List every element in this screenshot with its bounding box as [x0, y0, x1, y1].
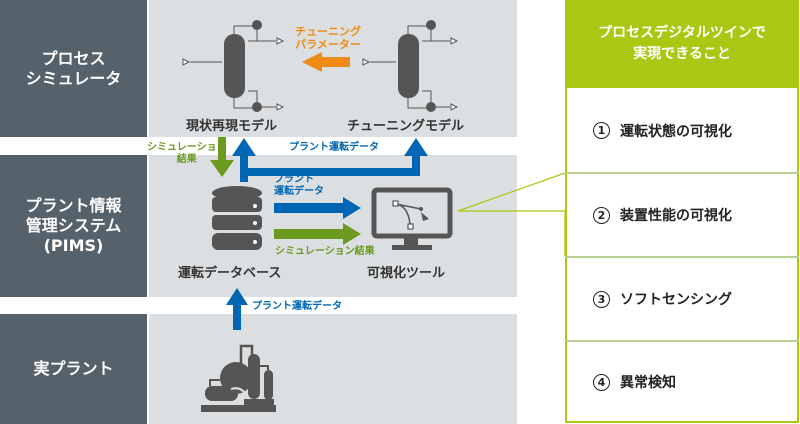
- database-label: 運転データベース: [178, 266, 282, 281]
- number-badge: 3: [593, 290, 610, 308]
- divider: [565, 256, 799, 258]
- label-line: シミュレータ: [25, 68, 122, 88]
- plant-data-up-arrow: [226, 288, 248, 330]
- number-badge: 2: [593, 206, 610, 224]
- label-line: パラメーター: [295, 38, 361, 51]
- row-label-pims: プラント情報管理システム(PIMS): [0, 155, 147, 297]
- row-label-real-plant: 実プラント: [0, 314, 147, 424]
- panel-pims: [149, 155, 517, 297]
- header-line: 実現できること: [633, 46, 731, 62]
- header-line: プロセスデジタルツインで: [598, 25, 766, 41]
- plant-data-mid-label: プラント 運転データ: [274, 174, 324, 198]
- current-model-label: 現状再現モデル: [186, 119, 278, 134]
- capability-item: 1 運転状態の可視化: [565, 88, 799, 173]
- label-line: シミュレーション: [147, 142, 227, 153]
- label-line: プロセス: [41, 48, 106, 68]
- divider: [565, 172, 799, 174]
- distillation-column-icon: [182, 20, 285, 112]
- divider: [565, 340, 799, 342]
- tuning-arrow: [302, 52, 350, 72]
- plant-data-top-label: プラント運転データ: [289, 142, 379, 153]
- connector-lines: [457, 172, 566, 256]
- label-line: プラント: [274, 174, 314, 185]
- capability-label: ソフトセンシング: [620, 292, 732, 308]
- label-line: プラント情報: [25, 196, 122, 215]
- capability-item: 2 装置性能の可視化: [565, 174, 799, 256]
- label-line: 結果: [176, 154, 197, 165]
- capability-label: 装置性能の可視化: [620, 208, 732, 224]
- sim-result-up-label: シミュレーション 結果: [147, 142, 227, 166]
- label-line: (PIMS): [43, 236, 104, 255]
- plant-data-to-models-arrow: [232, 138, 428, 182]
- sim-result-to-viz-arrow: [274, 223, 361, 245]
- label-line: 管理システム: [25, 216, 122, 235]
- plant-data-to-viz-arrow: [274, 197, 361, 219]
- label-line: 運転データ: [274, 186, 324, 197]
- tuning-model-label: チューニングモデル: [347, 119, 465, 134]
- tuning-params-label: チューニング パラメーター: [295, 25, 361, 51]
- viz-tool-label: 可視化ツール: [367, 266, 446, 281]
- panel-simulator: [149, 0, 517, 137]
- database-icon: [212, 186, 262, 250]
- label-line: チューニング: [295, 25, 361, 38]
- row-label-process-simulator: プロセスシミュレータ: [0, 0, 147, 137]
- visualization-monitor-icon: [371, 187, 453, 250]
- capability-item: 4 異常検知: [565, 342, 799, 422]
- capability-label: 異常検知: [620, 375, 676, 391]
- capability-item: 3 ソフトセンシング: [565, 258, 799, 340]
- sim-result-mid-label: シミュレーション結果: [275, 246, 375, 257]
- capability-label: 運転状態の可視化: [620, 123, 732, 140]
- number-badge: 4: [593, 373, 610, 391]
- distillation-column-icon: [362, 20, 459, 112]
- plant-data-bottom-label: プラント運転データ: [252, 301, 342, 312]
- plant-facility-icon: [201, 344, 276, 412]
- label-line: 実プラント: [33, 359, 114, 378]
- number-badge: 1: [593, 122, 610, 139]
- divider: [565, 421, 799, 423]
- sim-result-down-arrow: [210, 137, 234, 177]
- right-panel-header: プロセスデジタルツインで 実現できること: [565, 0, 799, 88]
